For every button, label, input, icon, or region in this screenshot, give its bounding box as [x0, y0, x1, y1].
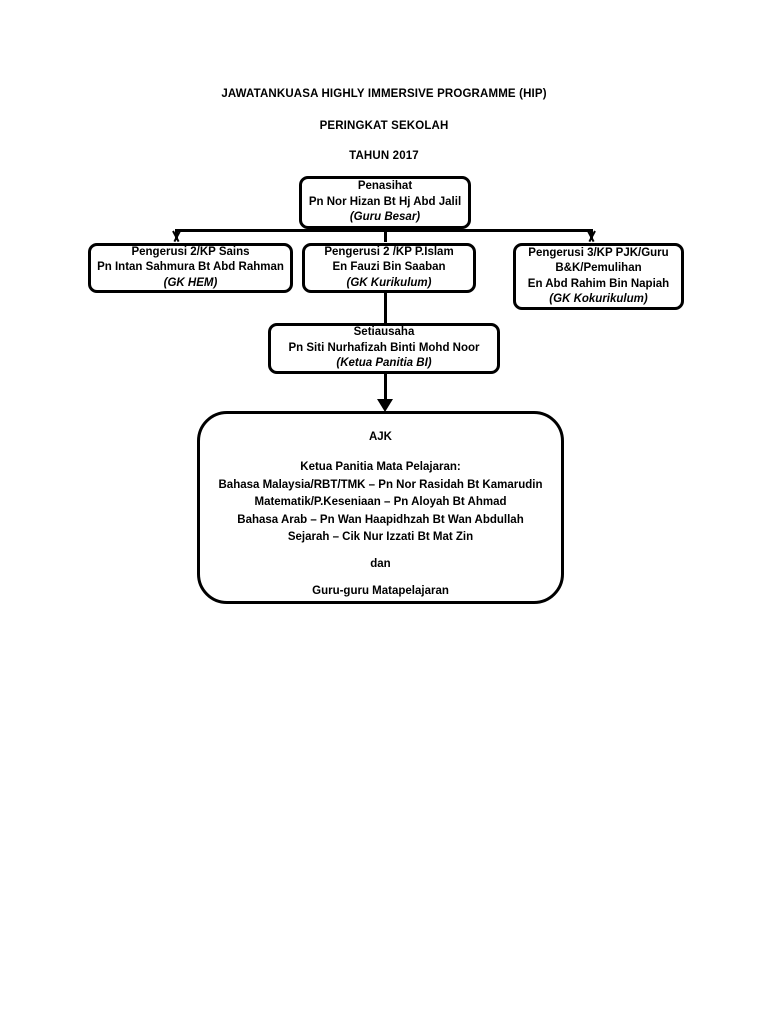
node-pengerusi3-pjk-position: (GK Kokurikulum)	[549, 293, 648, 305]
node-pengerusi3-pjk-role-line1: Pengerusi 3/KP PJK/Guru	[528, 246, 669, 259]
page-year: TAHUN 2017	[349, 150, 419, 162]
node-ajk-conjunction: dan	[370, 558, 391, 571]
node-ajk-subheading: Ketua Panitia Mata Pelajaran:	[300, 461, 461, 474]
node-pengerusi2-sains-name: Pn Intan Sahmura Bt Abd Rahman	[97, 261, 284, 274]
arrowhead-to-pengerusi3-pjk	[585, 231, 598, 242]
node-ajk-title: AJK	[368, 431, 392, 443]
node-ajk-member: Bahasa Malaysia/RBT/TMK – Pn Nor Rasidah…	[218, 478, 543, 491]
node-pengerusi2-islam-name: En Fauzi Bin Saaban	[332, 261, 446, 274]
connector-horizontal-bus	[175, 229, 593, 232]
node-ajk: AJK Ketua Panitia Mata Pelajaran: Bahasa…	[197, 411, 564, 604]
node-setiausaha-name: Pn Siti Nurhafizah Binti Mohd Noor	[288, 341, 480, 354]
node-ajk-member: Matematik/P.Keseniaan – Pn Aloyah Bt Ahm…	[254, 496, 507, 509]
arrowhead-to-pengerusi2-sains	[170, 231, 183, 242]
node-ajk-footer: Guru-guru Matapelajaran	[312, 585, 449, 598]
node-penasihat-position: (Guru Besar)	[349, 211, 421, 224]
node-pengerusi3-pjk-name: En Abd Rahim Bin Napiah	[527, 277, 670, 290]
node-penasihat: Penasihat Pn Nor Hizan Bt Hj Abd Jalil (…	[299, 176, 471, 229]
connector-setiausaha-to-ajk	[384, 373, 387, 403]
page-subtitle: PERINGKAT SEKOLAH	[319, 120, 449, 132]
node-penasihat-role: Penasihat	[357, 180, 413, 193]
node-pengerusi2-sains: Pengerusi 2/KP Sains Pn Intan Sahmura Bt…	[88, 243, 293, 293]
connector-penasihat-stem	[384, 229, 387, 242]
arrowhead-to-ajk	[377, 399, 393, 412]
node-pengerusi2-sains-position: (GK HEM)	[163, 276, 218, 289]
node-pengerusi3-pjk-role-line2: B&K/Pemulihan	[555, 262, 642, 274]
node-ajk-member: Bahasa Arab – Pn Wan Haapidhzah Bt Wan A…	[237, 513, 524, 526]
connector-islam-to-setiausaha	[384, 291, 387, 325]
node-pengerusi2-islam-position: (GK Kurikulum)	[346, 276, 432, 289]
node-setiausaha-role: Setiausaha	[353, 326, 415, 339]
node-penasihat-name: Pn Nor Hizan Bt Hj Abd Jalil	[308, 195, 462, 208]
node-pengerusi2-islam: Pengerusi 2 /KP P.Islam En Fauzi Bin Saa…	[302, 243, 476, 293]
node-pengerusi3-pjk: Pengerusi 3/KP PJK/Guru B&K/Pemulihan En…	[513, 243, 684, 310]
node-pengerusi2-islam-role: Pengerusi 2 /KP P.Islam	[324, 245, 454, 258]
node-setiausaha: Setiausaha Pn Siti Nurhafizah Binti Mohd…	[268, 323, 500, 374]
node-pengerusi2-sains-role: Pengerusi 2/KP Sains	[131, 245, 250, 258]
node-setiausaha-position: (Ketua Panitia BI)	[336, 357, 432, 370]
node-ajk-member: Sejarah – Cik Nur Izzati Bt Mat Zin	[287, 531, 474, 544]
page-title: JAWATANKUASA HIGHLY IMMERSIVE PROGRAMME …	[221, 88, 547, 100]
